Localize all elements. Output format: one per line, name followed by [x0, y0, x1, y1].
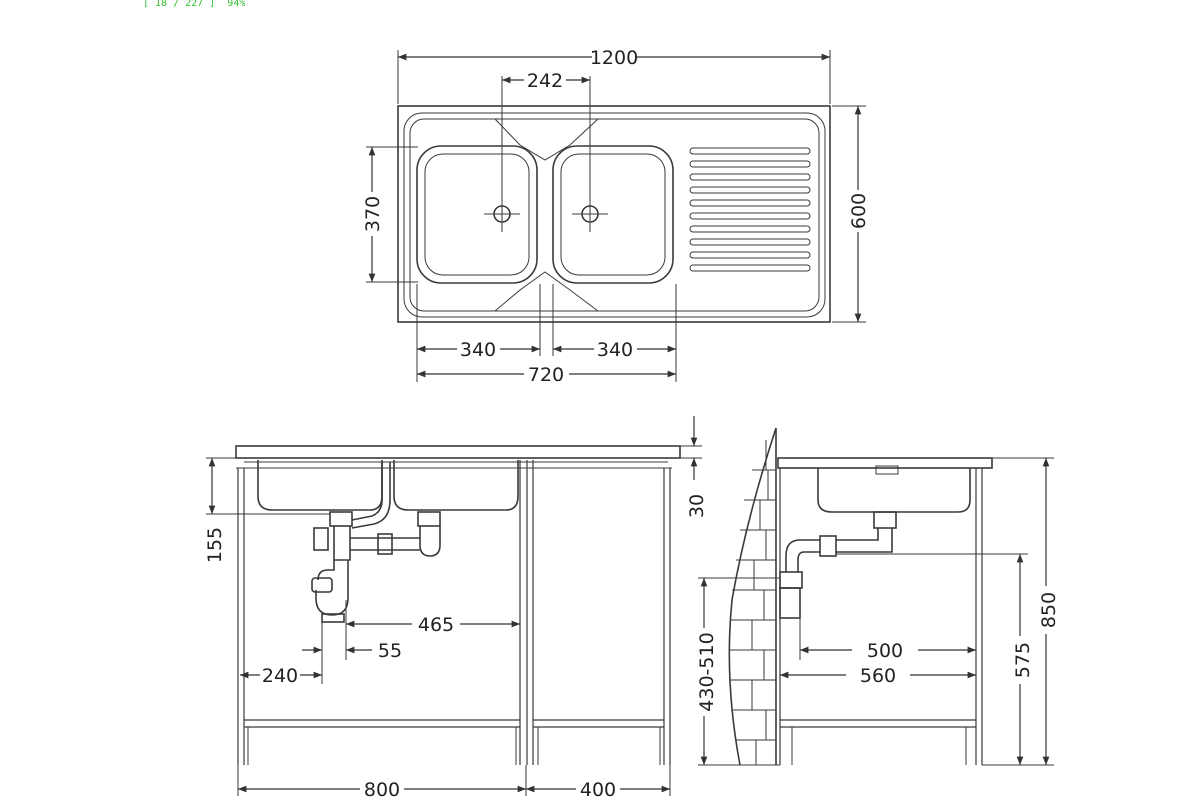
overflow-icon [875, 465, 899, 475]
left-bowl [416, 145, 538, 284]
dim-side-clearance: 240 [262, 665, 298, 687]
dim-bowl-right: 340 [597, 339, 633, 361]
dim-bowl-depth: 370 [362, 196, 384, 232]
dim-cabinet-main: 800 [364, 779, 400, 800]
dim-depth: 600 [848, 193, 870, 229]
brick-wall [730, 440, 776, 765]
drain-trap-assembly [311, 462, 441, 623]
side-drain-trap [779, 511, 897, 619]
dim-pipe-offset: 465 [418, 614, 454, 636]
dim-drain-height: 430-510 [696, 632, 718, 711]
dim-cabinet-side: 400 [580, 779, 616, 800]
dim-outlet-height: 575 [1012, 642, 1034, 678]
front-elevation-view: 30 155 465 55 240 800 400 [204, 416, 708, 800]
dim-bowls-total: 720 [528, 364, 564, 386]
zoom-level: 94% [227, 0, 246, 9]
right-drain-icon [572, 76, 608, 232]
side-section-view: 500 560 430-510 575 850 [696, 427, 1060, 766]
dim-drain-spacing: 242 [527, 70, 563, 92]
right-bowl [552, 145, 674, 284]
dim-total-height: 850 [1038, 592, 1060, 628]
left-drain-icon [484, 76, 520, 232]
dim-total-width: 1200 [590, 47, 638, 69]
drainboard-ribs [689, 147, 811, 272]
dim-side-560: 560 [860, 665, 896, 687]
top-plan-view: 1200 242 600 370 340 340 720 [362, 47, 870, 386]
page-counter: [ 18 / 227 ] 94% [143, 0, 246, 9]
dim-bowl-left: 340 [460, 339, 496, 361]
dim-bowl-height: 155 [204, 527, 226, 563]
dim-side-500: 500 [867, 640, 903, 662]
dim-top-thickness: 30 [686, 494, 708, 518]
dim-pipe-gap: 55 [378, 640, 402, 662]
